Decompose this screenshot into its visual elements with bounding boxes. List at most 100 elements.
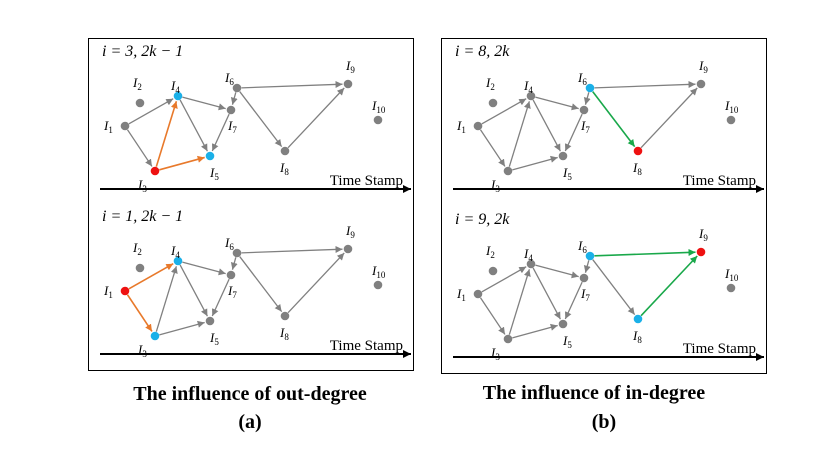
node-label-i10: I10: [724, 98, 739, 115]
node-i8: [633, 314, 643, 324]
edge-i4-i5: [179, 264, 208, 317]
time-axis-label: Time Stamp: [683, 173, 756, 189]
panel-out-degree-i3: i = 3, 2k − 1I1I2I3I4I5I6I7I8I9I10Time S…: [100, 43, 411, 194]
panel-in-degree-i9: i = 9, 2kI1I2I3I4I5I6I7I8I9I10Time Stamp: [453, 211, 764, 362]
edge-i1-i3: [126, 129, 153, 167]
edge-i8-i9: [287, 252, 345, 314]
edge-i3-i5: [159, 320, 205, 336]
edge-i4-i7: [182, 96, 226, 111]
node-i2: [135, 263, 145, 273]
edge-i8-i9: [640, 255, 698, 317]
edge-i4-i7: [535, 264, 579, 279]
edge-i6-i8: [239, 91, 283, 148]
node-label-i10: I10: [371, 98, 386, 115]
node-i1: [473, 121, 483, 131]
node-i4: [173, 256, 183, 266]
edge-i6-i7: [583, 92, 591, 105]
edge-i3-i4: [508, 269, 531, 335]
node-i3: [503, 166, 513, 176]
node-i10: [373, 280, 383, 290]
node-label-i4: I4: [523, 246, 533, 263]
edge-i7-i5: [564, 281, 583, 320]
node-i3: [150, 166, 160, 176]
node-label-i6: I6: [577, 238, 587, 255]
node-label-i3: I3: [137, 177, 147, 194]
node-label-i5: I5: [209, 330, 219, 347]
node-i6: [232, 83, 242, 93]
edge-i1-i4: [481, 98, 527, 125]
node-label-i4: I4: [523, 78, 533, 95]
node-i5: [558, 319, 568, 329]
node-i2: [488, 98, 498, 108]
right-caption: The influence of in-degree: [483, 382, 706, 404]
node-label-i2: I2: [485, 243, 495, 260]
node-label-i6: I6: [224, 235, 234, 252]
edge-i1-i3: [479, 297, 506, 335]
edge-i4-i5: [532, 99, 561, 152]
edge-i4-i5: [179, 99, 208, 152]
time-axis-label: Time Stamp: [330, 173, 403, 189]
node-i8: [280, 146, 290, 156]
node-i7: [226, 105, 236, 115]
node-label-i10: I10: [724, 266, 739, 283]
edge-i6-i8: [239, 256, 283, 313]
node-i8: [633, 146, 643, 156]
node-i5: [558, 151, 568, 161]
node-i9: [696, 79, 706, 89]
panel-title: i = 1, 2k − 1: [102, 208, 183, 225]
panel-out-degree-i1: i = 1, 2k − 1I1I2I3I4I5I6I7I8I9I10Time S…: [100, 208, 411, 359]
node-label-i9: I9: [345, 58, 355, 75]
node-i4: [173, 91, 183, 101]
panel-title: i = 8, 2k: [455, 43, 510, 60]
node-i1: [120, 286, 130, 296]
node-label-i5: I5: [209, 165, 219, 182]
node-i3: [150, 331, 160, 341]
node-label-i2: I2: [485, 75, 495, 92]
node-label-i8: I8: [632, 160, 642, 177]
node-label-i5: I5: [562, 165, 572, 182]
node-i2: [135, 98, 145, 108]
panel-in-degree-i8: i = 8, 2kI1I2I3I4I5I6I7I8I9I10Time Stamp: [453, 43, 764, 194]
node-label-i10: I10: [371, 263, 386, 280]
edge-i7-i5: [211, 113, 230, 152]
node-label-i2: I2: [132, 240, 142, 257]
edge-i6-i8: [592, 91, 636, 148]
edge-i3-i5: [512, 155, 558, 171]
node-label-i9: I9: [698, 58, 708, 75]
edge-i4-i7: [535, 96, 579, 111]
node-label-i6: I6: [224, 70, 234, 87]
node-label-i8: I8: [279, 325, 289, 342]
node-label-i7: I7: [227, 283, 237, 300]
edge-i4-i5: [532, 267, 561, 320]
node-label-i4: I4: [170, 78, 180, 95]
edge-i7-i5: [564, 113, 583, 152]
node-i1: [120, 121, 130, 131]
node-i10: [726, 115, 736, 125]
node-i10: [373, 115, 383, 125]
node-i5: [205, 316, 215, 326]
node-label-i1: I1: [103, 283, 113, 300]
time-axis-label: Time Stamp: [683, 341, 756, 357]
node-i9: [343, 79, 353, 89]
node-i4: [526, 91, 536, 101]
node-i7: [226, 270, 236, 280]
edge-i8-i9: [640, 87, 698, 149]
edge-i6-i8: [592, 259, 636, 316]
edge-i1-i3: [126, 294, 153, 332]
node-i2: [488, 266, 498, 276]
node-i6: [232, 248, 242, 258]
node-label-i3: I3: [490, 345, 500, 362]
edge-i8-i9: [287, 87, 345, 149]
node-i9: [696, 247, 706, 257]
node-label-i9: I9: [698, 226, 708, 243]
edge-i1-i4: [128, 98, 174, 125]
node-i1: [473, 289, 483, 299]
node-i5: [205, 151, 215, 161]
left-frame: [88, 38, 414, 371]
node-i3: [503, 334, 513, 344]
edge-i3-i4: [508, 101, 531, 167]
left-caption: The influence of out-degree: [133, 383, 367, 405]
node-label-i8: I8: [279, 160, 289, 177]
edge-i6-i9: [594, 80, 696, 89]
left-caption-letter: (a): [238, 411, 261, 433]
